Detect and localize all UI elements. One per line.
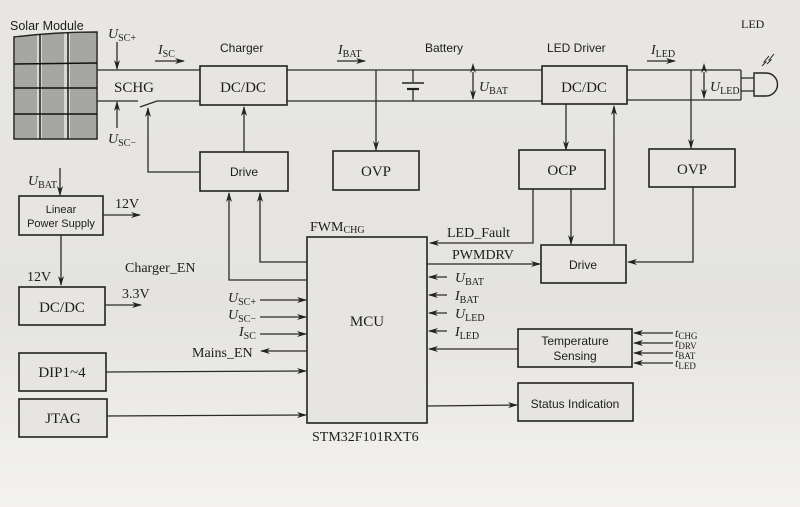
ibat-label: IBAT bbox=[337, 43, 362, 60]
mcu-part-number: STM32F101RXT6 bbox=[312, 430, 419, 445]
schg-switch-icon bbox=[139, 100, 158, 108]
led-driver-section-label: LED Driver bbox=[547, 41, 606, 55]
battery-section-label: Battery bbox=[425, 41, 463, 55]
iled-label: ILED bbox=[650, 43, 675, 60]
t-drv-label: tDRV bbox=[675, 336, 697, 351]
led-drive-block: Drive bbox=[540, 244, 627, 284]
mcu-in-ubat-label: UBAT bbox=[455, 271, 484, 288]
uled-label: ULED bbox=[710, 80, 740, 97]
ovp-to-drive-arrow bbox=[627, 187, 694, 265]
charger-drive-block: Drive bbox=[199, 151, 289, 192]
ocp-label: OCP bbox=[547, 163, 576, 179]
mcu-in-usc-minus-label: USC− bbox=[228, 308, 256, 325]
led-ovp-block: OVP bbox=[648, 148, 736, 188]
dip-switch-block: DIP1~4 bbox=[18, 352, 107, 392]
mcu-to-status-arrow bbox=[426, 402, 518, 409]
schg-label: SCHG bbox=[114, 80, 154, 96]
solar-module-label: Solar Module bbox=[10, 19, 84, 33]
connector-line bbox=[13, 62, 98, 65]
dip-label: DIP1~4 bbox=[38, 365, 86, 381]
drive-to-schg-arrow bbox=[145, 107, 200, 173]
led-fault-arrow bbox=[429, 189, 534, 246]
driver-dcdc-label: DC/DC bbox=[561, 80, 607, 96]
charger-en-label: Charger_EN bbox=[125, 261, 196, 276]
isc-label: ISC bbox=[157, 43, 175, 60]
battery-icon bbox=[402, 70, 424, 101]
led-ovp-label: OVP bbox=[677, 162, 707, 178]
charger-section-label: Charger bbox=[220, 41, 263, 55]
jtag-label: JTAG bbox=[45, 411, 81, 427]
mcu-in-uled-label: ULED bbox=[455, 307, 485, 324]
battery-ovp-label: OVP bbox=[361, 164, 391, 180]
temperature-sensing-label-2: Sensing bbox=[553, 349, 596, 363]
aux-dcdc-block: DC/DC bbox=[18, 286, 106, 326]
charger-dcdc-block: DC/DC bbox=[199, 65, 288, 106]
ubat-label: UBAT bbox=[479, 80, 508, 97]
mcu-in-iled-label: ILED bbox=[454, 325, 479, 342]
mcu-in-ibat-label: IBAT bbox=[454, 289, 479, 306]
led-fault-label: LED_Fault bbox=[447, 226, 510, 241]
v12-out-label: 12V bbox=[115, 197, 139, 212]
charger-dcdc-label: DC/DC bbox=[220, 80, 266, 96]
charger-en-arrow bbox=[226, 192, 307, 281]
mcu-in-isc-label: ISC bbox=[238, 325, 256, 342]
power-rails bbox=[97, 69, 742, 108]
v33-out-label: 3.3V bbox=[122, 287, 150, 302]
dip-to-mcu-arrow bbox=[105, 368, 307, 375]
battery-ovp-block: OVP bbox=[332, 150, 420, 191]
t-bat-label: tBAT bbox=[675, 346, 696, 361]
t-chg-label: tCHG bbox=[675, 326, 698, 341]
v12-in-label: 12V bbox=[27, 270, 51, 285]
jtag-to-mcu-arrow bbox=[106, 412, 307, 419]
usc-plus-label: USC+ bbox=[108, 27, 136, 44]
fwm-to-drive-arrow bbox=[257, 192, 307, 263]
charger-drive-label: Drive bbox=[230, 165, 258, 179]
linear-power-supply-block: Linear Power Supply bbox=[18, 195, 104, 236]
lps-label-2: Power Supply bbox=[27, 218, 95, 230]
led-section-label: LED bbox=[741, 17, 765, 31]
mcu-label: MCU bbox=[350, 314, 384, 330]
t-led-label: tLED bbox=[675, 356, 696, 371]
led-icon bbox=[741, 53, 779, 97]
status-indication-block: Status Indication bbox=[517, 382, 634, 422]
led-drive-label: Drive bbox=[569, 258, 597, 272]
solar-panel-icon bbox=[13, 31, 98, 140]
temperature-sensing-block: Temperature Sensing bbox=[517, 328, 633, 368]
pwmdrv-label: PWMDRV bbox=[452, 248, 514, 263]
temperature-sensing-label-1: Temperature bbox=[541, 334, 609, 348]
usc-minus-label: USC− bbox=[108, 132, 136, 149]
status-indication-label: Status Indication bbox=[531, 397, 620, 411]
lps-label-1: Linear bbox=[46, 204, 77, 216]
mcu-in-usc-plus-label: USC+ bbox=[228, 291, 256, 308]
ocp-block: OCP bbox=[518, 149, 606, 190]
driver-dcdc-block: DC/DC bbox=[541, 65, 628, 105]
lps-ubat-label: UBAT bbox=[28, 174, 57, 191]
aux-dcdc-label: DC/DC bbox=[39, 300, 85, 316]
jtag-block: JTAG bbox=[18, 398, 108, 438]
fwm-chg-label: FWMCHG bbox=[310, 220, 365, 236]
mains-en-label: Mains_EN bbox=[192, 346, 253, 361]
mcu-block: MCU bbox=[306, 236, 428, 424]
